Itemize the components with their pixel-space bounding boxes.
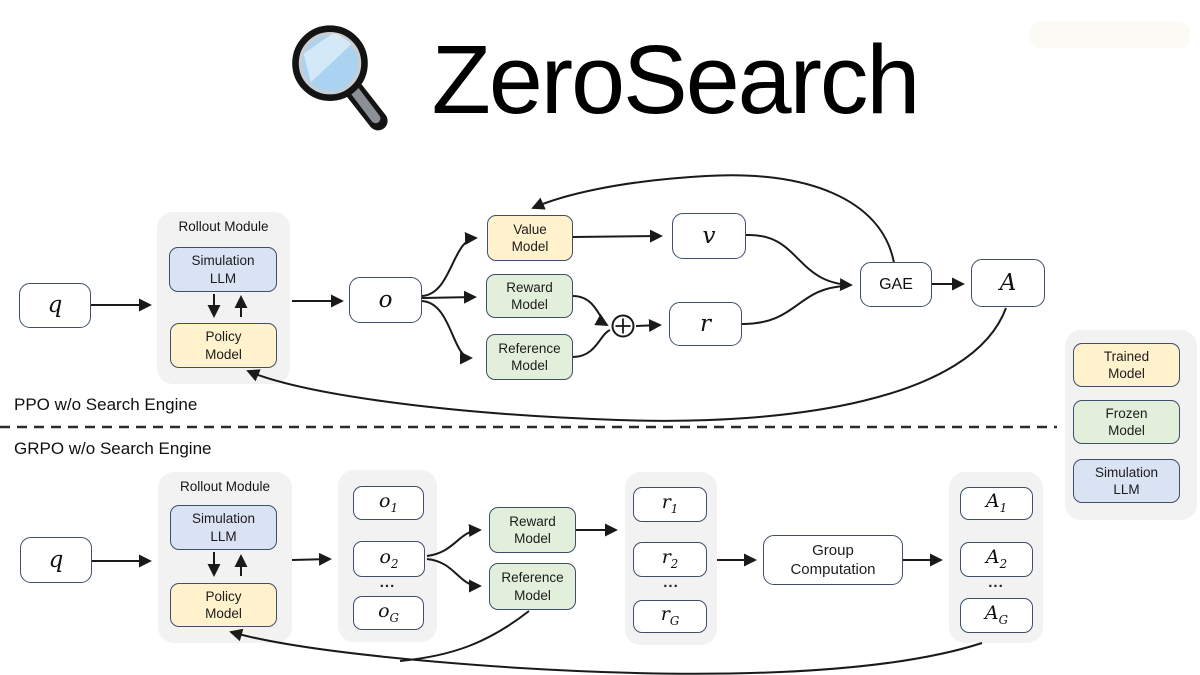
grpo-reference-model-box: Reference Model [489, 563, 576, 610]
ppo-reward-model-box: Reward Model [486, 274, 573, 318]
grpo-r-ellipsis: ... [663, 574, 679, 591]
ppo-reference-model-box: Reference Model [486, 334, 573, 380]
ppo-gae-box: GAE [860, 262, 932, 307]
legend-simulation-llm-box: Simulation LLM [1073, 459, 1180, 503]
grpo-aG-label: AG [984, 602, 1009, 627]
grpo-simulation-llm-label: Simulation LLM [191, 511, 256, 544]
ppo-simulation-llm-box: Simulation LLM [169, 247, 277, 292]
grpo-q-box: q [20, 537, 92, 583]
grpo-reward-model-box: Reward Model [489, 507, 576, 553]
grpo-aG-box: AG [960, 598, 1033, 633]
ppo-rollout-module-title: Rollout Module [178, 219, 269, 234]
grpo-section-label: GRPO w/o Search Engine [14, 439, 212, 458]
grpo-rG-label: rG [660, 603, 680, 628]
grpo-reference-model-label: Reference Model [501, 570, 564, 603]
grpo-a2-box: A2 [960, 542, 1033, 577]
ppo-simulation-llm-label: Simulation LLM [191, 253, 255, 286]
magnifier-icon [291, 25, 388, 131]
grpo-q-label: q [48, 546, 64, 573]
ppo-o-box: o [349, 277, 422, 323]
ppo-r-box: r [669, 302, 742, 346]
ppo-o-label: o [378, 286, 393, 313]
grpo-rG-box: rG [633, 600, 707, 633]
grpo-r1-box: r1 [633, 487, 707, 522]
ppo-value-model-box: Value Model [487, 215, 573, 261]
ppo-value-model-label: Value Model [511, 221, 549, 254]
ppo-advantage-box: A [971, 259, 1045, 307]
ppo-section-label: PPO w/o Search Engine [14, 395, 198, 414]
ppo-reward-model-label: Reward Model [506, 279, 553, 312]
grpo-rollout-module-title: Rollout Module [179, 479, 271, 494]
ppo-policy-model-label: Policy Model [205, 329, 242, 362]
ppo-reference-model-label: Reference Model [498, 340, 561, 373]
grpo-o1-box: o1 [353, 486, 424, 520]
grpo-r2-label: r2 [661, 546, 679, 571]
ppo-q-box: q [19, 283, 91, 328]
faded-watermark [1030, 22, 1190, 48]
grpo-a2-label: A2 [985, 546, 1008, 571]
grpo-o1-label: o1 [379, 489, 398, 515]
grpo-a1-label: A1 [985, 490, 1008, 515]
ppo-advantage-label: A [999, 269, 1017, 296]
grpo-r1-label: r1 [661, 491, 679, 516]
ppo-r-label: r [700, 310, 711, 337]
ppo-v-box: v [672, 213, 746, 259]
grpo-o2-box: o2 [353, 541, 425, 577]
grpo-oG-label: oG [378, 599, 399, 625]
grpo-oG-box: oG [353, 596, 424, 630]
legend-trained-model-label: Trained Model [1103, 348, 1150, 381]
grpo-group-computation-label: Group Computation [790, 541, 876, 578]
grpo-o-ellipsis: ... [379, 574, 396, 591]
legend-frozen-model-label: Frozen Model [1105, 405, 1148, 438]
grpo-a-ellipsis: ... [988, 574, 1004, 591]
grpo-a1-box: A1 [960, 487, 1033, 520]
legend-simulation-llm-label: Simulation LLM [1094, 464, 1159, 497]
grpo-policy-model-label: Policy Model [205, 588, 242, 621]
legend-frozen-model-box: Frozen Model [1073, 400, 1180, 444]
legend-trained-model-box: Trained Model [1073, 343, 1180, 387]
grpo-o2-label: o2 [379, 545, 399, 571]
grpo-r2-box: r2 [633, 542, 707, 577]
ppo-gae-label: GAE [879, 275, 913, 293]
ppo-q-label: q [47, 292, 63, 318]
grpo-simulation-llm-box: Simulation LLM [170, 505, 277, 550]
grpo-policy-model-box: Policy Model [170, 583, 277, 627]
page-title: ZeroSearch [431, 25, 921, 135]
grpo-reward-model-label: Reward Model [509, 513, 556, 546]
ppo-v-label: v [702, 222, 716, 249]
grpo-group-computation-box: Group Computation [763, 535, 903, 585]
figure-title-row: ZeroSearch [0, 20, 1200, 140]
ppo-policy-model-box: Policy Model [170, 323, 277, 368]
